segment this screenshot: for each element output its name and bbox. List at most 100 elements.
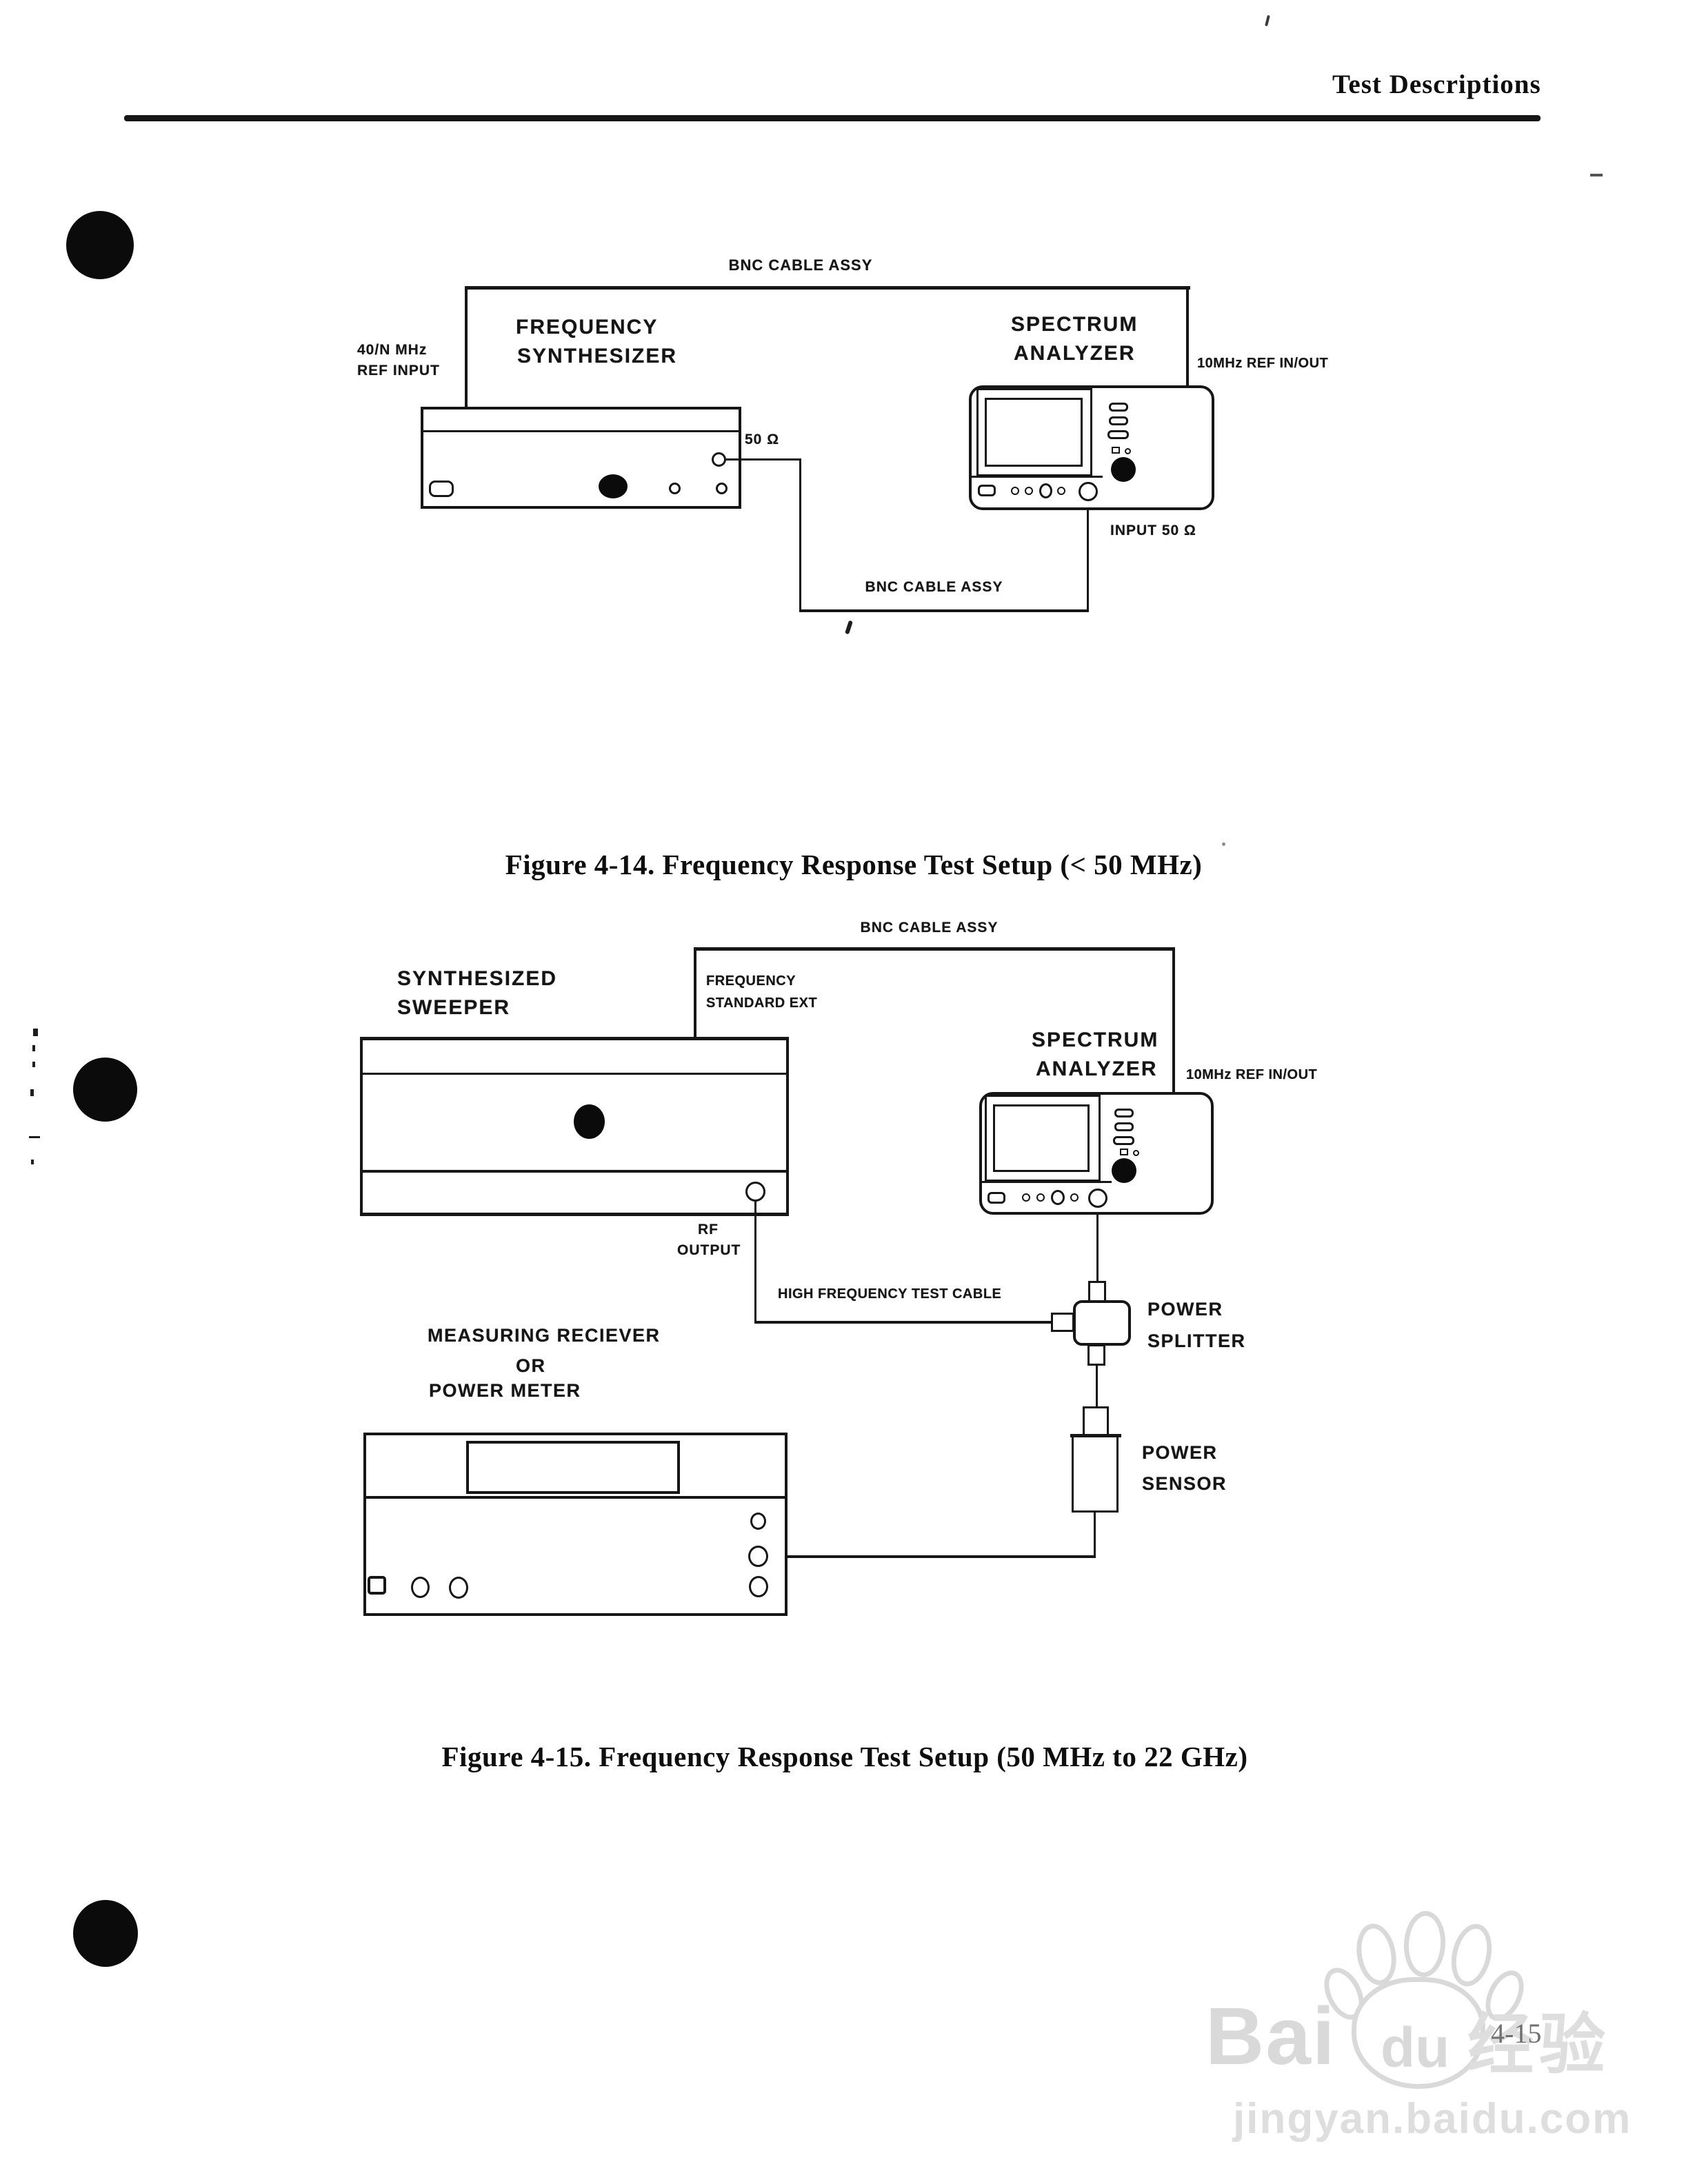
fig2-analyzer-softkey-3 (1113, 1136, 1134, 1145)
fig1-analyzer-bottom-button-1 (1011, 487, 1019, 495)
fig2-splitter-label-line1: POWER (1147, 1299, 1223, 1320)
fig2-sweeper-knob (574, 1104, 605, 1139)
fig2-sensor-top (1083, 1406, 1109, 1437)
watermark-url: jingyan.baidu.com (1233, 2095, 1632, 2143)
fig2-freq-standard-label-line2: STANDARD EXT (706, 995, 818, 1011)
fig2-splitter-bottom-stub (1087, 1344, 1105, 1366)
fig1-analyzer-screen (985, 398, 1083, 467)
fig2-analyzer-knob (1112, 1158, 1136, 1183)
fig1-ref-inout-label: 10MHz REF IN/OUT (1197, 356, 1329, 371)
fig1-analyzer-key-dot (1125, 448, 1131, 454)
fig1-synthesizer-power-button (429, 481, 454, 497)
fig2-splitter-label-line2: SPLITTER (1147, 1331, 1246, 1351)
fig1-input-50ohm-label: INPUT 50 Ω (1110, 523, 1196, 538)
stray-mark-tick (845, 620, 853, 635)
fig1-bnc-cable-bottom-label: BNC CABLE ASSY (865, 579, 1003, 595)
stray-mark (31, 1160, 34, 1164)
fig1-analyzer-bottom-button-4 (1057, 487, 1065, 495)
fig2-sensor-label-line2: SENSOR (1142, 1473, 1227, 1494)
stray-mark (32, 1045, 35, 1051)
fig1-synthesizer-button-2 (716, 483, 728, 494)
fig1-analyzer-bottom-button-2 (1025, 487, 1033, 495)
fig2-rf-output-connector (745, 1182, 765, 1202)
fig2-freq-standard-label-line1: FREQUENCY (706, 973, 796, 989)
fig2-receiver-label-line1: MEASURING RECIEVER (428, 1325, 661, 1346)
fig2-receiver-display (466, 1441, 680, 1494)
fig2-analyzer-to-splitter-line (1096, 1208, 1099, 1282)
fig1-analyzer-softkey-2 (1109, 416, 1128, 425)
watermark-brand-prefix: Bai (1205, 1991, 1336, 2082)
fig2-sweeper-panel-line1 (362, 1073, 787, 1075)
fig2-sweeper-label-line2: SWEEPER (397, 996, 511, 1019)
fig2-analyzer-bottom-button-4 (1070, 1193, 1079, 1202)
fig2-sensor-body (1072, 1435, 1119, 1513)
fig2-rf-output-label-line1: RF (698, 1222, 719, 1237)
fig1-ref-input-label-line1: 40/N MHz (357, 342, 428, 358)
fig1-bnc-cable-top-label: BNC CABLE ASSY (728, 256, 873, 274)
punch-hole (73, 1900, 138, 1967)
fig2-analyzer-label-line1: SPECTRUM (1032, 1029, 1159, 1051)
fig2-sensor-cable-h (767, 1555, 1096, 1558)
fig2-sweeper-label-line1: SYNTHESIZED (397, 967, 558, 990)
fig2-receiver-button-1 (411, 1577, 430, 1598)
fig2-rf-cable-v (754, 1201, 756, 1324)
stray-mark (32, 1062, 35, 1067)
fig2-splitter-left-stub (1051, 1313, 1074, 1332)
stray-mark (30, 1089, 34, 1096)
fig1-50ohm-label: 50 Ω (745, 432, 780, 447)
fig1-output-cable-v2 (1087, 501, 1089, 611)
fig1-output-connector (712, 452, 726, 467)
fig1-synthesizer-knob (599, 474, 628, 498)
figure-4-15-caption: Figure 4-15. Frequency Response Test Set… (441, 1741, 1248, 1772)
fig2-analyzer-screen (993, 1104, 1090, 1172)
fig1-output-cable-h2 (799, 609, 1089, 612)
stray-mark (33, 1029, 38, 1036)
page-number: 4-15 (1491, 2018, 1542, 2049)
fig2-analyzer-softkey-2 (1114, 1122, 1134, 1131)
fig2-receiver-connector-1 (750, 1513, 766, 1530)
fig1-analyzer-softkey-3 (1107, 430, 1129, 439)
fig1-synthesizer-panel-line (422, 430, 740, 432)
stray-mark-apostrophe (1265, 14, 1270, 27)
stray-dot (1222, 842, 1225, 846)
watermark-brand-suffix: du (1381, 2016, 1450, 2079)
fig2-splitter-to-sensor-line (1096, 1365, 1098, 1408)
fig2-rf-cable-h (754, 1321, 1054, 1324)
watermark-chinese: 经验 (1467, 2008, 1611, 2082)
fig2-analyzer-bottom-button-2 (1036, 1193, 1045, 1202)
fig2-receiver-power-button (368, 1576, 386, 1595)
fig1-cable-right-drop (1186, 286, 1189, 388)
fig1-analyzer-softkey-1 (1109, 403, 1128, 412)
fig2-analyzer-shelf-line (981, 1181, 1112, 1183)
fig2-analyzer-softkey-1 (1114, 1109, 1134, 1118)
fig2-rf-output-label-line2: OUTPUT (677, 1242, 741, 1258)
fig2-receiver-button-2 (449, 1577, 468, 1599)
stray-mark (29, 1136, 40, 1138)
fig1-synthesizer-label-line1: FREQUENCY (516, 316, 659, 338)
fig2-sensor-label-line1: POWER (1142, 1442, 1218, 1463)
stray-mark-dash (1590, 174, 1603, 176)
fig2-receiver-connector-3 (749, 1576, 768, 1597)
fig2-ref-inout-label: 10MHz REF IN/OUT (1186, 1067, 1318, 1082)
fig1-ref-input-label-line2: REF INPUT (357, 363, 440, 378)
fig2-receiver-box (363, 1433, 788, 1616)
punch-hole (73, 1058, 137, 1122)
fig2-cable-top (694, 947, 1175, 951)
fig2-sensor-cable-v (1094, 1513, 1096, 1558)
page-header-title: Test Descriptions (1332, 70, 1541, 99)
fig2-analyzer-label-line2: ANALYZER (1036, 1058, 1158, 1080)
fig1-cable-left-drop (465, 286, 468, 408)
fig2-analyzer-bottom-button-3 (1051, 1190, 1065, 1205)
fig2-splitter-body (1073, 1300, 1131, 1346)
fig1-analyzer-label-line2: ANALYZER (1014, 342, 1136, 365)
fig1-analyzer-key-small (1112, 447, 1120, 454)
fig1-synthesizer-label-line2: SYNTHESIZER (517, 345, 678, 367)
fig2-receiver-label-line2: OR (516, 1355, 546, 1376)
fig2-sweeper-panel-line2 (362, 1170, 787, 1173)
fig1-output-cable-v1 (799, 458, 801, 612)
fig1-synthesizer-box (421, 407, 741, 509)
fig1-analyzer-knob (1111, 457, 1136, 482)
fig2-bnc-cable-top-label: BNC CABLE ASSY (860, 920, 999, 936)
fig2-cable-right-drop (1172, 947, 1175, 1094)
